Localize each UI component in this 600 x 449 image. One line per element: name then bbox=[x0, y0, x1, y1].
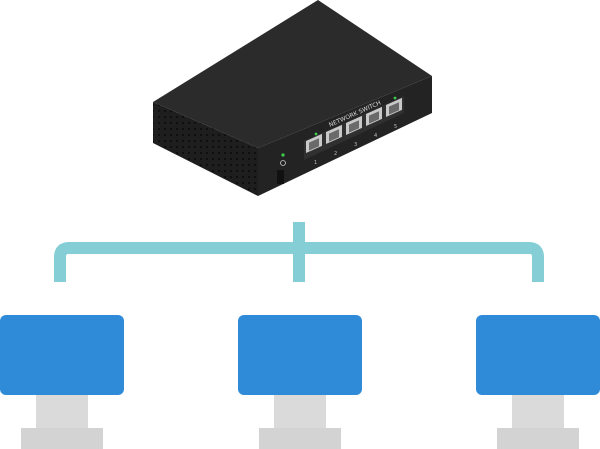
led-light bbox=[281, 153, 285, 157]
switch-vent-side bbox=[153, 102, 258, 196]
port-2 bbox=[326, 124, 342, 144]
power-icon bbox=[280, 160, 286, 166]
monitor-screen bbox=[0, 315, 124, 395]
computer-right bbox=[476, 315, 600, 449]
port-number: 3 bbox=[354, 142, 357, 148]
port-number: 1 bbox=[314, 160, 317, 166]
monitor-neck bbox=[36, 395, 88, 428]
monitor-base bbox=[259, 428, 341, 449]
port-1 bbox=[306, 133, 322, 153]
network-connector bbox=[54, 222, 544, 282]
computer-left bbox=[0, 315, 124, 449]
port-3 bbox=[346, 115, 362, 135]
monitor-screen bbox=[476, 315, 600, 395]
monitor-base bbox=[497, 428, 579, 449]
status-leds bbox=[281, 96, 397, 157]
power-connector bbox=[277, 170, 284, 184]
monitor-neck bbox=[274, 395, 326, 428]
monitor-screen bbox=[238, 315, 362, 395]
network-switch: NETWORK SWITCH 1 2 3 4 5 bbox=[153, 0, 432, 196]
connector-bus bbox=[54, 242, 544, 282]
port-4 bbox=[366, 106, 382, 126]
port-number: 2 bbox=[334, 151, 337, 157]
port-number: 5 bbox=[394, 124, 397, 130]
monitor-base bbox=[21, 428, 103, 449]
monitor-neck bbox=[512, 395, 564, 428]
port-number: 4 bbox=[374, 133, 377, 139]
computer-center bbox=[238, 315, 362, 449]
switch-ports bbox=[306, 97, 402, 153]
port-5 bbox=[386, 97, 402, 117]
led-light bbox=[314, 132, 318, 136]
led-light bbox=[393, 96, 397, 100]
switch-top-face bbox=[153, 0, 432, 148]
